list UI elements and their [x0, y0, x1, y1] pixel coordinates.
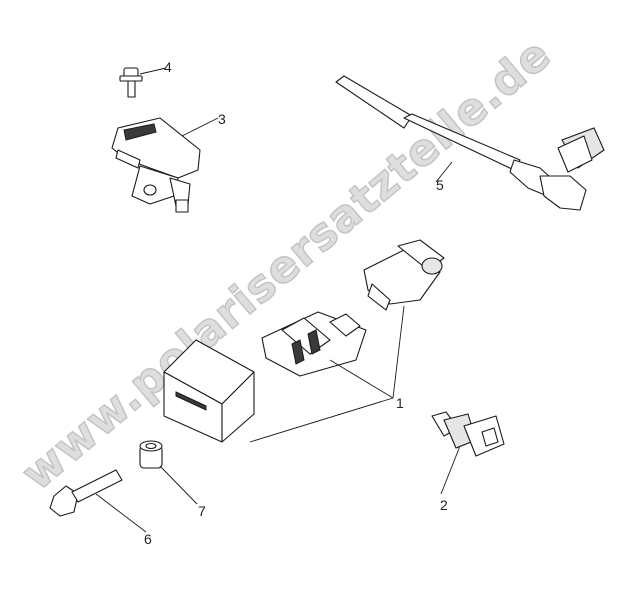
part-2-temp-sensor	[431, 411, 505, 457]
part-3-map-sensor	[111, 117, 201, 213]
part-1-module-box	[163, 339, 255, 443]
part-1-upper-connector	[363, 239, 445, 311]
callout-1: 1	[396, 395, 404, 411]
callout-5: 5	[436, 177, 444, 193]
callout-3: 3	[218, 111, 226, 127]
part-4-bolt	[119, 67, 143, 98]
callout-4: 4	[164, 59, 172, 75]
leader-lines	[95, 67, 461, 533]
part-5-speed-sensor	[335, 75, 605, 211]
callout-7: 7	[198, 503, 206, 519]
part-6-long-bolt	[49, 469, 123, 517]
part-1-middle-connector	[261, 311, 367, 377]
part-7-spacer	[139, 440, 163, 469]
callout-6: 6	[144, 531, 152, 547]
callout-2: 2	[440, 497, 448, 513]
